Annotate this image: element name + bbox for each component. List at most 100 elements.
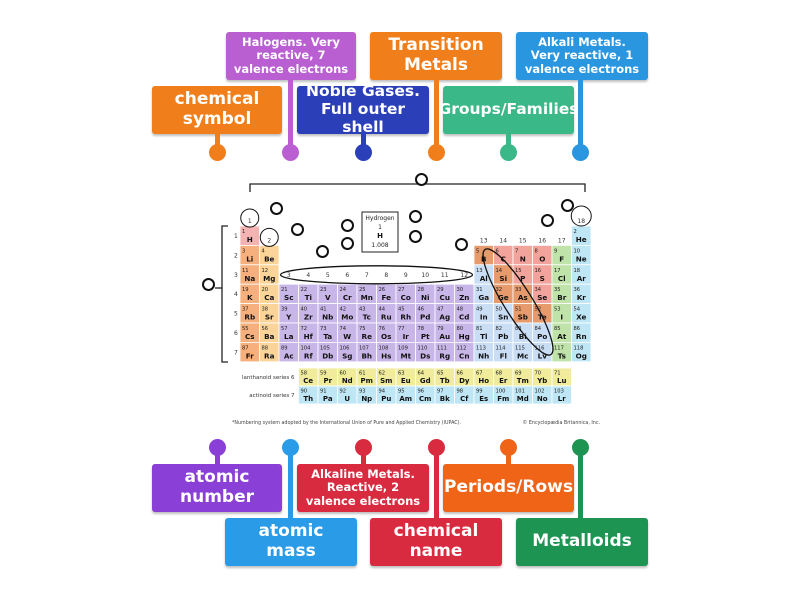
period-number: 4 (234, 291, 238, 298)
element-symbol: Pd (420, 313, 430, 322)
element-symbol: Hg (459, 332, 470, 341)
element-symbol: Sb (518, 313, 528, 322)
group-number: 8 (384, 272, 388, 279)
element-number: 109 (398, 345, 408, 351)
element-symbol: Br (557, 293, 566, 302)
chemical-symbol-label[interactable]: chemical symbol (152, 86, 282, 134)
periods-rows-label[interactable]: Periods/Rows (443, 464, 574, 512)
drop-target-periods[interactable] (202, 278, 215, 291)
element-symbol: In (480, 313, 488, 322)
element-symbol: Se (537, 293, 547, 302)
element-number: 50 (496, 307, 503, 313)
groups-families-label[interactable]: Groups/Families (439, 86, 579, 134)
element-symbol: Ag (439, 313, 450, 322)
element-symbol: Re (362, 332, 373, 341)
drop-target-groups-bracket[interactable] (415, 173, 428, 186)
element-symbol: Y (285, 313, 292, 322)
element-symbol: No (537, 395, 548, 403)
metalloid-ellipse (482, 248, 554, 356)
metalloids-label[interactable]: Metalloids (516, 518, 648, 566)
transition-metals-label[interactable]: Transition Metals (370, 32, 502, 80)
element-symbol: Na (244, 274, 255, 283)
element-number: 61 (359, 371, 366, 377)
chemical-name-label[interactable]: chemical name (370, 518, 502, 566)
element-symbol: Md (517, 395, 529, 403)
element-symbol: H (247, 235, 253, 244)
element-symbol: Rh (400, 313, 411, 322)
drop-target-legend-mass[interactable] (341, 237, 354, 250)
element-number: 25 (359, 287, 366, 293)
element-number: 10 (574, 248, 581, 254)
element-number: 20 (262, 287, 269, 293)
element-number: 81 (476, 326, 483, 332)
drop-target-metalloids[interactable] (455, 238, 468, 251)
element-number: 56 (262, 326, 269, 332)
element-symbol: Rb (244, 313, 255, 322)
element-symbol: Dy (459, 377, 470, 385)
element-symbol: Cf (460, 395, 469, 403)
atomic-mass-label[interactable]: atomic mass (225, 518, 357, 566)
halogens-stem (288, 80, 293, 152)
drop-target-legend-name[interactable] (409, 210, 422, 223)
element-number: 78 (418, 326, 425, 332)
transition-metals-stem (434, 80, 439, 152)
drop-target-legend-symbol[interactable] (409, 230, 422, 243)
element-symbol: Ho (478, 377, 489, 385)
drop-target-legend-number[interactable] (341, 219, 354, 232)
element-number: 67 (476, 371, 483, 377)
alkaline-metals-label[interactable]: Alkaline Metals. Reactive, 2 valence ele… (297, 464, 429, 512)
drop-target-transition[interactable] (316, 245, 329, 258)
element-number: 39 (281, 307, 288, 313)
element-number: 52 (535, 307, 542, 313)
legend-number: 1 (378, 224, 382, 231)
element-number: 6 (496, 248, 499, 254)
noble-gases-label[interactable]: Noble Gases. Full outer shell (297, 82, 429, 136)
element-number: 44 (379, 307, 386, 313)
element-symbol: W (343, 332, 351, 341)
element-number: 33 (515, 287, 522, 293)
element-number: 40 (301, 307, 308, 313)
element-symbol: K (247, 293, 253, 302)
element-symbol: Lv (538, 351, 548, 360)
element-symbol: P (520, 274, 525, 283)
element-number: 2 (574, 229, 577, 235)
element-symbol: La (284, 332, 294, 341)
element-symbol: Tl (480, 332, 487, 341)
drop-target-group18[interactable] (561, 199, 574, 212)
legend-symbol: H (377, 232, 383, 240)
drop-target-group1[interactable] (270, 202, 283, 215)
group-number: 6 (345, 272, 349, 279)
legend-name: Hydrogen (365, 215, 394, 222)
period-number: 1 (234, 233, 238, 240)
element-number: 4 (262, 248, 266, 254)
period-number: 5 (234, 311, 238, 318)
element-symbol: Nb (322, 313, 333, 322)
alkali-metals-label[interactable]: Alkali Metals. Very reactive, 1 valence … (516, 32, 648, 80)
element-symbol: Bh (361, 351, 372, 360)
noble-gases-stem (361, 134, 366, 152)
element-number: 83 (515, 326, 522, 332)
drop-target-group17[interactable] (541, 214, 554, 227)
element-number: 102 (535, 389, 545, 395)
element-number: 3 (242, 248, 245, 254)
element-symbol: Pa (323, 395, 333, 403)
element-symbol: Cn (459, 351, 469, 360)
group-number: 2 (267, 237, 271, 244)
element-number: 66 (457, 371, 464, 377)
drop-target-group2[interactable] (291, 223, 304, 236)
element-symbol: F (559, 254, 564, 263)
element-number: 21 (281, 287, 288, 293)
element-number: 117 (554, 345, 564, 351)
element-symbol: Be (264, 254, 274, 263)
element-symbol: Mt (400, 351, 411, 360)
element-number: 60 (340, 371, 347, 377)
element-symbol: Pm (361, 377, 373, 385)
transition-ellipse (279, 265, 474, 285)
element-number: 13 (476, 268, 483, 274)
atomic-number-label[interactable]: atomic number (152, 464, 282, 512)
halogens-label[interactable]: Halogens. Very reactive, 7 valence elect… (226, 32, 356, 80)
element-number: 110 (418, 345, 428, 351)
element-number: 80 (457, 326, 464, 332)
element-number: 11 (242, 268, 249, 274)
element-number: 16 (535, 268, 542, 274)
